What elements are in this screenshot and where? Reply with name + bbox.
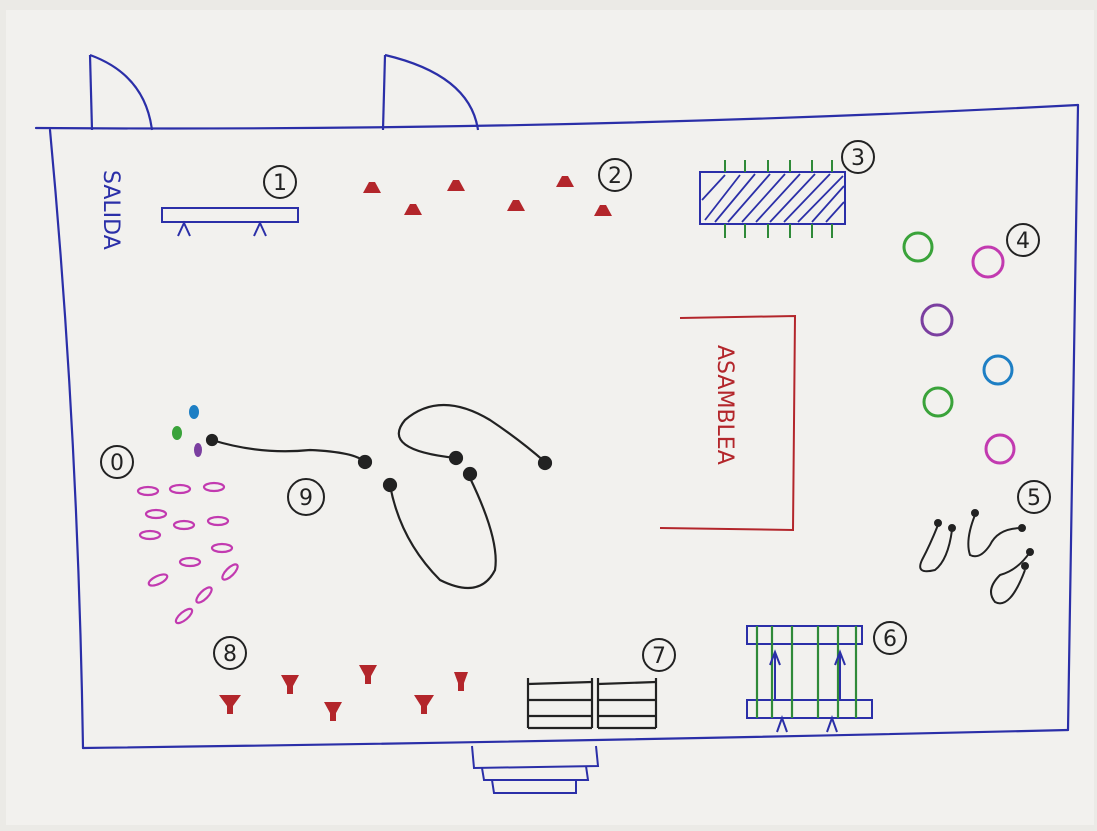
cone-icon [324, 702, 342, 721]
mat-icon [699, 160, 846, 238]
bench-with-ropes-icon [746, 625, 873, 733]
station-number-6: 6 [873, 621, 907, 655]
hoop-icon [922, 386, 954, 418]
disc-icon [221, 563, 239, 581]
ropes-station-5 [919, 509, 1034, 605]
svg-text:5: 5 [1027, 486, 1041, 511]
hoop-icon [982, 354, 1014, 386]
assembly-area [659, 314, 797, 532]
cone-icon [414, 695, 434, 714]
hoop-icon [920, 303, 954, 337]
svg-text:6: 6 [883, 627, 897, 652]
cone-icon [454, 672, 468, 691]
disc-icon [136, 485, 160, 497]
disc-icon [172, 519, 196, 531]
steps-icon [471, 745, 600, 794]
cones-top [363, 176, 612, 216]
rope-icon [211, 438, 366, 463]
door-icon [88, 53, 154, 131]
rope-icon [919, 524, 953, 573]
cone-icon [404, 204, 422, 215]
rope-icon [388, 477, 497, 590]
station-number-7: 7 [642, 638, 676, 672]
assembly-label: ASAMBLEA [712, 345, 737, 465]
station-numbers: 1 2 3 4 5 6 7 8 9 0 [100, 140, 1051, 672]
station-number-0: 0 [100, 445, 134, 479]
disc-icon [168, 483, 192, 495]
disc-icon [206, 515, 230, 527]
disc-icon [138, 529, 162, 541]
station-number-2: 2 [598, 158, 632, 192]
hoop-icon [971, 245, 1005, 279]
cone-icon [219, 695, 241, 714]
disc-icon [147, 573, 169, 587]
room-outline [34, 103, 1080, 750]
station-number-9: 9 [287, 478, 325, 516]
discs-station-0 [136, 481, 239, 625]
cone-icon [447, 180, 465, 191]
svg-text:8: 8 [223, 642, 237, 667]
paper-sheet [6, 10, 1094, 825]
hoop-icon [984, 433, 1016, 465]
rope-icon [990, 551, 1031, 605]
station-number-3: 3 [841, 140, 875, 174]
station-number-8: 8 [213, 636, 247, 670]
svg-text:1: 1 [273, 171, 287, 196]
exit-label: SALIDA [98, 170, 123, 250]
hoops [902, 231, 1016, 465]
small-markers [172, 405, 202, 457]
svg-text:3: 3 [851, 146, 865, 171]
svg-text:0: 0 [110, 451, 124, 476]
disc-icon [144, 508, 168, 520]
bench-icon [161, 207, 299, 237]
svg-text:9: 9 [299, 486, 313, 511]
station-number-1: 1 [263, 165, 297, 199]
cone-icon [556, 176, 574, 187]
disc-icon [210, 542, 234, 554]
station-number-4: 4 [1006, 223, 1040, 257]
svg-text:4: 4 [1016, 229, 1030, 254]
hoop-icon [902, 231, 934, 263]
cones-bottom [219, 665, 468, 721]
rope-icon [967, 514, 1023, 558]
svg-text:7: 7 [652, 644, 666, 669]
cone-icon [507, 200, 525, 211]
door-icon [381, 53, 480, 131]
disc-icon [174, 607, 194, 625]
station-number-5: 5 [1017, 480, 1051, 514]
cone-icon [594, 205, 612, 216]
disc-icon [195, 586, 213, 604]
cone-icon [363, 182, 381, 193]
ropes-station-9 [205, 403, 553, 590]
svg-text:2: 2 [608, 164, 622, 189]
wall-bars-icon [526, 678, 658, 730]
cone-icon [281, 675, 299, 694]
disc-icon [202, 481, 226, 493]
rope-icon [397, 403, 546, 463]
disc-icon [178, 556, 202, 568]
cone-icon [359, 665, 377, 684]
